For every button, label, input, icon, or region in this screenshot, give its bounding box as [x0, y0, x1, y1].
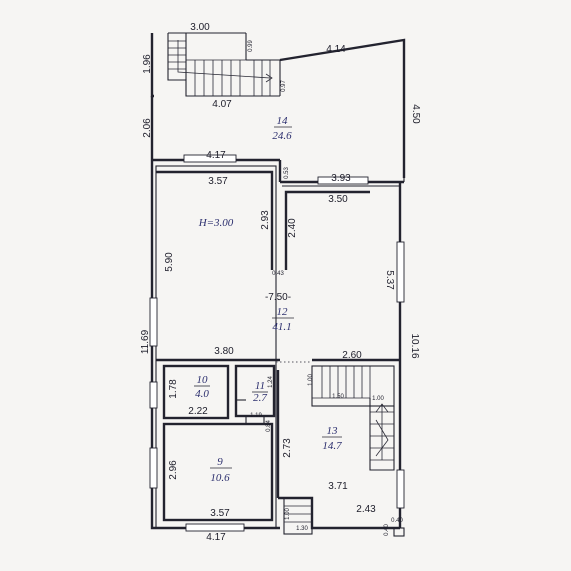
dim-top-wall: 4.17 — [206, 150, 226, 161]
room-12-area: 41.1 — [272, 321, 291, 333]
dim-terrace-left: 2.06 — [142, 118, 153, 138]
dim-r11-small: 0.84 — [266, 420, 272, 432]
room-9-number: 9 — [217, 456, 223, 468]
dim-total-right: 10.16 — [409, 333, 420, 358]
dim-porch-top: 3.00 — [190, 22, 210, 33]
room-11-area: 2.7 — [253, 392, 267, 404]
floor-height: H=3.00 — [198, 217, 234, 229]
dim-r9-height: 2.96 — [168, 460, 179, 480]
dim-terrace-top: 4.14 — [326, 44, 346, 55]
dim-r12-left: 5.90 — [164, 252, 175, 272]
stair-outline — [167, 33, 280, 97]
room-9-area: 10.6 — [210, 472, 230, 484]
room-11-number: 11 — [255, 380, 265, 392]
room-labels: 14 24.6 H=3.00 12 41.1 10 4.0 11 2.7 13 … — [194, 115, 342, 484]
dim-r12-notch-small: 0.53 — [284, 167, 290, 179]
dim-r12-top-right-outer: 3.93 — [331, 173, 351, 184]
dim-porch-left: 1.96 — [142, 54, 153, 74]
dim-r11-height: 1.24 — [268, 376, 274, 388]
dim-r12-notch: 2.93 — [260, 210, 271, 230]
room-14-area: 24.6 — [272, 130, 292, 142]
dim-stair-top-step: 0.99 — [248, 40, 254, 52]
dim-stair-width-a: 1.50 — [332, 394, 344, 400]
dim-entry-right: 2.43 — [356, 504, 376, 515]
room-10-number: 10 — [197, 374, 209, 386]
upper-stair — [150, 32, 281, 98]
room-13-area: 14.7 — [322, 440, 342, 452]
dim-r13-bottom: 3.71 — [328, 481, 348, 492]
main-walls — [150, 160, 402, 530]
dimension-labels: 3.00 4.07 1.96 0.99 0.97 4.14 4.50 2.06 … — [140, 22, 421, 543]
lower-stair — [311, 365, 395, 471]
room-13-number: 13 — [327, 425, 339, 437]
dim-r13-left: 2.73 — [282, 438, 293, 458]
dim-r12-width: -7.50- — [265, 292, 291, 303]
dim-r12-bottom-right: 2.60 — [342, 350, 362, 361]
dim-entry-width: 1.30 — [296, 526, 308, 532]
room-10-area: 4.0 — [195, 388, 209, 400]
dim-r12-inner-wall: 2.40 — [287, 218, 298, 238]
dim-r9-bottom: 3.57 — [210, 508, 230, 519]
entry-porch — [283, 497, 405, 537]
dim-r12-bottom-left: 3.80 — [214, 346, 234, 357]
dim-corner-a: 0.40 — [384, 524, 390, 536]
dim-r12-inner-wall-small: 0.43 — [272, 271, 284, 277]
dim-stair-bottom-step: 0.97 — [281, 80, 287, 92]
dim-bottom-total: 4.17 — [206, 532, 226, 543]
dim-r10-height: 1.78 — [168, 379, 179, 399]
room-12-number: 12 — [277, 306, 289, 318]
dim-terrace-right: 4.50 — [410, 104, 421, 124]
dim-r10-width: 2.22 — [188, 406, 208, 417]
dim-corner-b: 0.40 — [391, 518, 403, 524]
dim-r12-top-right-inner: 3.50 — [328, 194, 348, 205]
dim-r12-top-left: 3.57 — [208, 176, 228, 187]
dim-r12-right: 5.37 — [384, 270, 395, 290]
dim-porch-bottom: 4.07 — [212, 99, 232, 110]
dim-total-left: 11.69 — [140, 329, 151, 354]
dim-entry-height: 1.00 — [285, 508, 291, 520]
dim-stair-width-b: 1.00 — [372, 396, 384, 402]
room-14-number: 14 — [277, 115, 289, 127]
windows — [149, 154, 405, 532]
dim-stair-landing: 1.00 — [308, 374, 314, 386]
dim-r11-width: 1.19 — [250, 413, 262, 419]
